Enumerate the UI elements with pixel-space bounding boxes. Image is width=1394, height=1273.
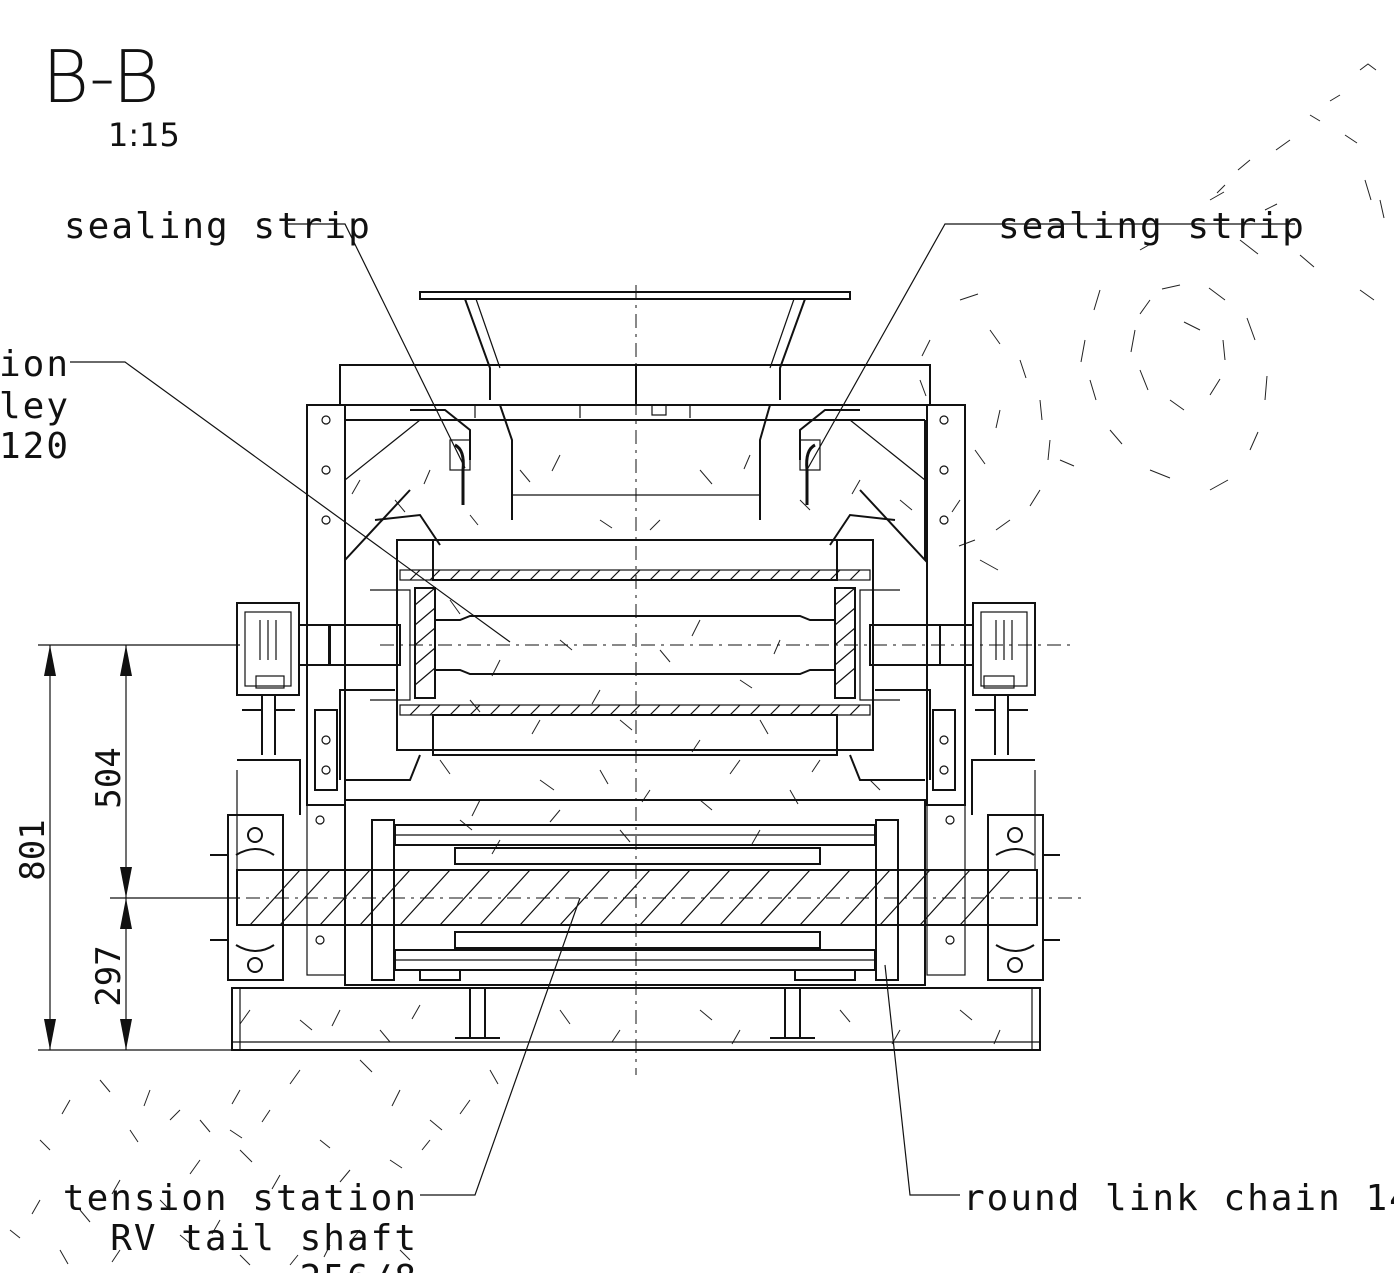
label-tension-station-line3: 256/8 xyxy=(300,1258,418,1273)
label-sealing-strip-right: sealing strip xyxy=(998,206,1306,247)
dimension-lines xyxy=(38,644,240,1051)
label-round-link-chain: round link chain 14x50 xyxy=(963,1178,1394,1219)
label-drive-station-line1: tion xyxy=(0,344,70,385)
label-drive-station-line3: /120 xyxy=(0,426,70,467)
label-tension-station-line2: RV tail shaft xyxy=(110,1218,418,1259)
side-brackets xyxy=(236,759,1036,870)
label-tension-station-line1: tension station xyxy=(63,1178,418,1219)
upper-bearing-right xyxy=(939,602,1036,755)
dimension-lower: 297 xyxy=(89,945,129,1006)
dimension-upper: 504 xyxy=(89,747,129,808)
label-sealing-strip-left: sealing strip xyxy=(64,206,372,247)
base-frame xyxy=(231,987,1041,1051)
lower-bearing-right xyxy=(987,814,1060,981)
label-drive-station-line2: ulley xyxy=(0,386,70,427)
drive-drum xyxy=(329,513,941,781)
leader-lines xyxy=(70,223,1295,1196)
center-lines xyxy=(130,285,1085,1075)
view-title: B-B xyxy=(42,35,160,119)
view-scale: 1:15 xyxy=(108,116,180,154)
dimension-total: 801 xyxy=(13,819,53,880)
sealing-strip-clamps xyxy=(410,409,860,505)
tension-frame xyxy=(306,799,966,986)
upper-bearing-left xyxy=(236,602,330,755)
